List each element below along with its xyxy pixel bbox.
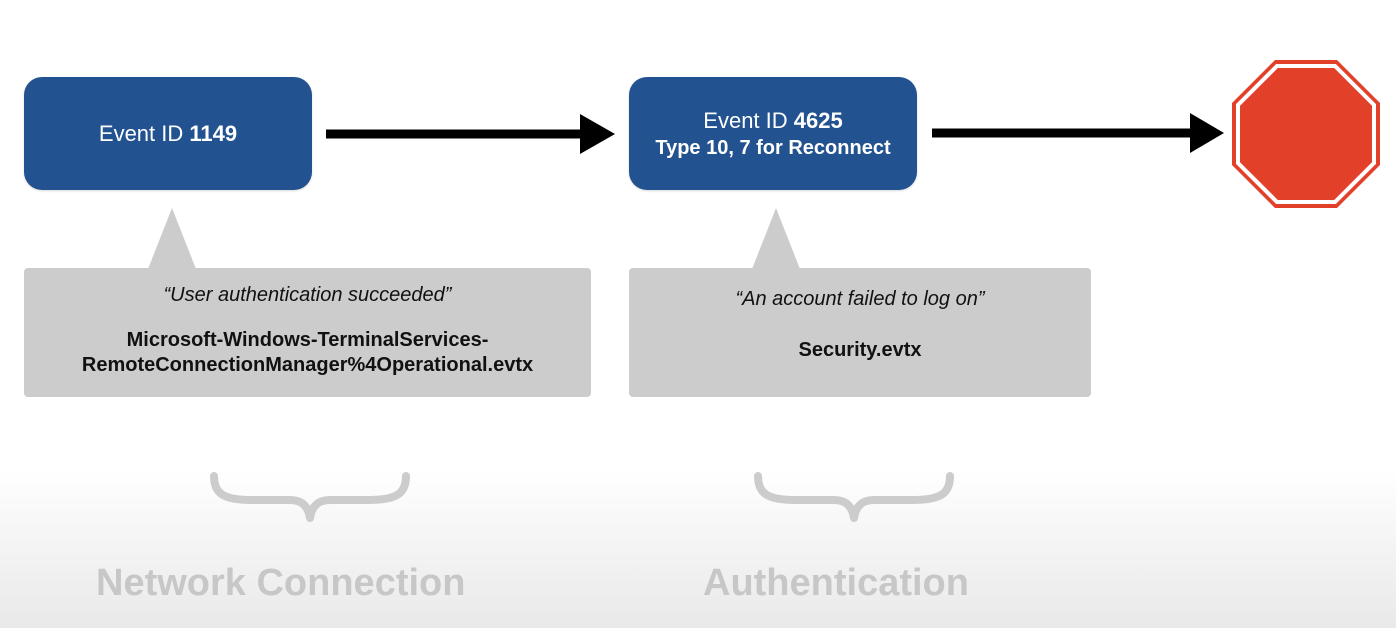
log-file-name: RemoteConnectionManager%4Operational.evt… — [81, 353, 534, 376]
event-box-1149: Event ID 1149 — [24, 77, 312, 190]
event-box-4625: Event ID 4625 Type 10, 7 for Reconnect — [629, 77, 917, 190]
log-file-name: Security.evtx — [798, 339, 922, 361]
callout-pointer — [752, 208, 800, 269]
event-label: Event ID — [703, 107, 794, 133]
log-file-name: Microsoft-Windows-TerminalServices- — [126, 328, 489, 351]
event-description: “User authentication succeeded” — [163, 283, 452, 306]
event-label: Event ID — [98, 120, 190, 146]
curly-brace-icon — [754, 472, 954, 522]
callout-pointer — [148, 208, 196, 269]
event-title: Event ID 4625 — [703, 107, 842, 135]
event-description: “An account failed to log on” — [735, 288, 985, 310]
event-title: Event ID 1149 — [99, 120, 237, 148]
event-id: 4625 — [793, 107, 843, 133]
callout-failed-logon: “An account failed to log on” Security.e… — [629, 268, 1091, 397]
stop-sign-icon — [1232, 60, 1380, 208]
category-label-authentication: Authentication — [703, 562, 969, 604]
arrow-right-icon — [932, 113, 1224, 153]
event-subtitle: Type 10, 7 for Reconnect — [655, 136, 891, 159]
arrow-right-icon — [326, 114, 615, 154]
category-label-network-connection: Network Connection — [96, 562, 466, 604]
callout-user-authentication: “User authentication succeeded” Microsof… — [24, 268, 591, 397]
event-id: 1149 — [189, 120, 238, 146]
curly-brace-icon — [210, 472, 410, 522]
